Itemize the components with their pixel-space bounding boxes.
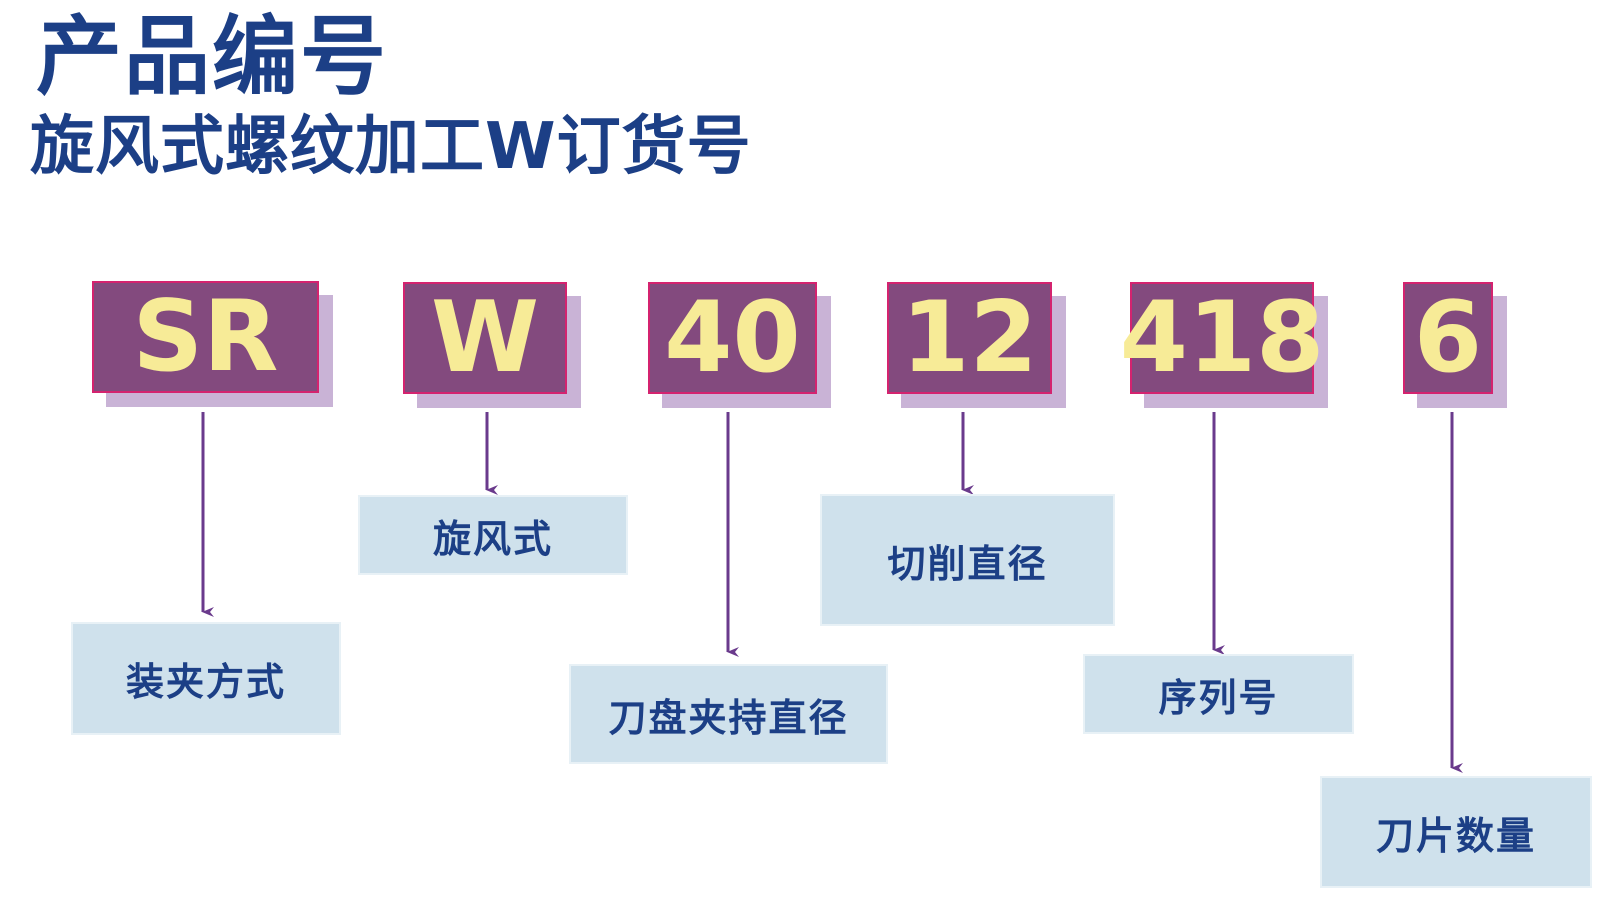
label-whirling-type: 旋风式	[358, 495, 628, 575]
code-block-text: 40	[648, 282, 817, 394]
code-block-text: 12	[887, 282, 1052, 394]
label-serial-number: 序列号	[1083, 654, 1354, 734]
label-clamping-method: 装夹方式	[71, 622, 341, 735]
code-block-418: 418	[1119, 281, 1328, 408]
code-block-text: SR	[92, 281, 319, 393]
page-title: 产品编号	[36, 7, 388, 107]
code-block-text: 418	[1119, 281, 1325, 395]
code-block-40: 40	[648, 282, 831, 408]
label-cutting-diameter: 切削直径	[820, 494, 1115, 626]
code-block-text: W	[403, 282, 567, 394]
label-disc-clamp-diameter: 刀盘夹持直径	[569, 664, 888, 764]
code-block-text: 6	[1403, 282, 1493, 394]
code-block-w: W	[403, 282, 581, 408]
code-block-12: 12	[887, 282, 1066, 408]
page-subtitle: 旋风式螺纹加工W订货号	[30, 110, 752, 184]
code-block-6: 6	[1403, 282, 1507, 408]
label-insert-count: 刀片数量	[1320, 776, 1592, 888]
code-block-sr: SR	[92, 281, 333, 407]
